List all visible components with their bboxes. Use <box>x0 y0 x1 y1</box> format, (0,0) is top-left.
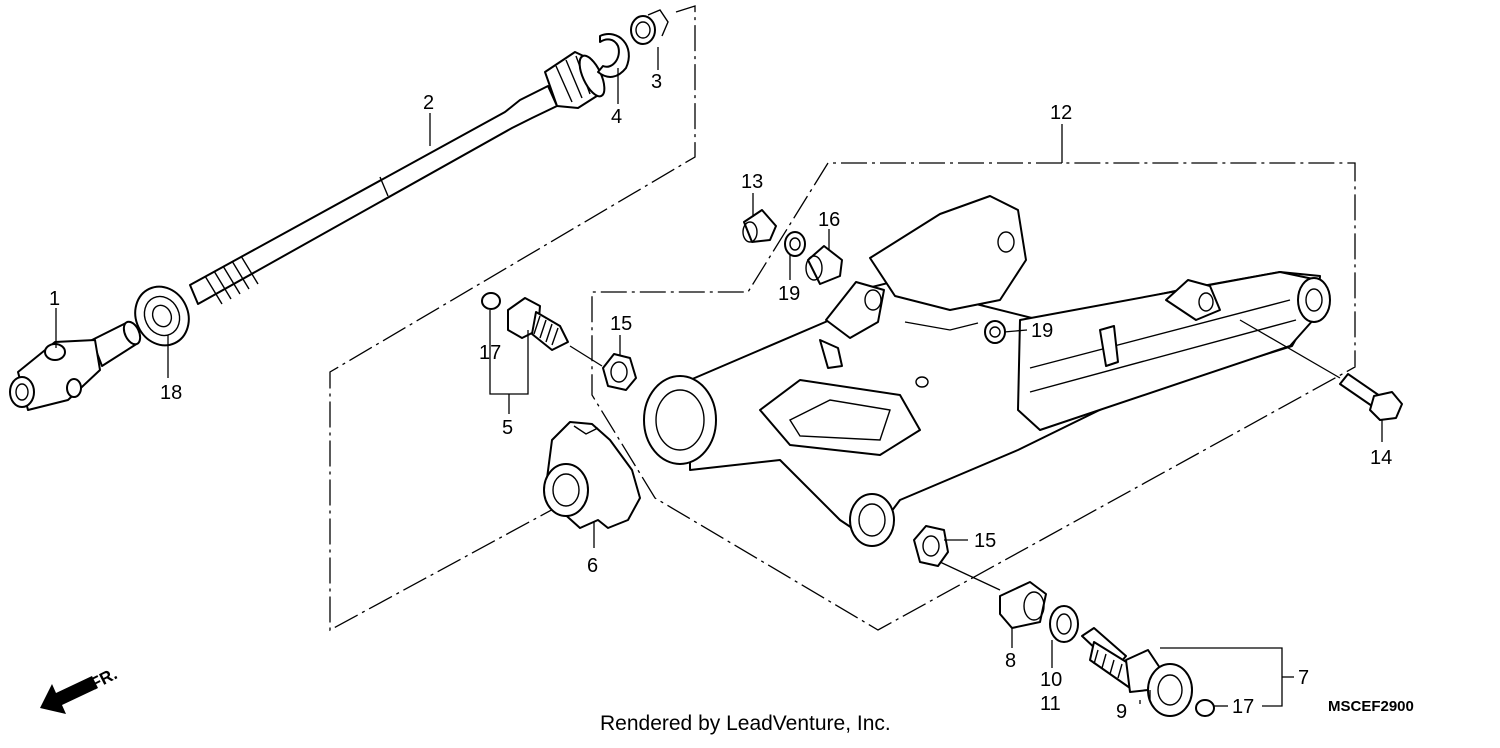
callout-16: 16 <box>818 209 840 231</box>
callout-12: 12 <box>1050 102 1072 124</box>
leader-lines <box>55 47 1383 707</box>
callout-9: 9 <box>1116 701 1127 723</box>
callout-1: 1 <box>49 288 60 310</box>
callout-6: 6 <box>587 555 598 577</box>
callout-17-lower: 17 <box>1232 696 1254 718</box>
callout-4: 4 <box>611 106 622 128</box>
callout-13: 13 <box>741 171 763 193</box>
lock-nut[interactable] <box>1147 663 1193 717</box>
callout-2: 2 <box>423 92 434 114</box>
front-arrow-icon <box>40 676 98 714</box>
washer-right[interactable] <box>984 320 1006 344</box>
callout-18: 18 <box>160 382 182 404</box>
callout-14: 14 <box>1370 447 1392 469</box>
group-outline-driveshaft <box>329 5 696 632</box>
callout-3: 3 <box>651 71 662 93</box>
circlip[interactable] <box>597 33 630 78</box>
render-credit: Rendered by LeadVenture, Inc. <box>600 712 891 735</box>
rubber-bushing[interactable] <box>805 245 843 285</box>
swingarm[interactable] <box>643 195 1331 547</box>
final-drive-case[interactable] <box>543 421 641 529</box>
collar-bushing[interactable] <box>742 209 777 243</box>
group-outline-swingarm <box>591 162 1356 631</box>
flange-bolt[interactable] <box>1339 373 1403 421</box>
callout-10: 10 <box>1040 669 1062 691</box>
callout-8: 8 <box>1005 650 1016 672</box>
callout-7: 7 <box>1298 667 1309 689</box>
callout-19-upper: 19 <box>778 283 800 305</box>
callout-17-upper: 17 <box>479 342 501 364</box>
callout-15-upper: 15 <box>610 313 632 335</box>
callout-15-lower: 15 <box>974 530 996 552</box>
pivot-cap-right[interactable] <box>1195 699 1215 717</box>
diagram-code: MSCEF2900 <box>1328 698 1414 715</box>
dust-seal[interactable] <box>1049 605 1079 643</box>
pivot-bolt-left[interactable] <box>507 297 569 351</box>
callout-11: 11 <box>1040 693 1061 715</box>
callout-19-right: 19 <box>1031 320 1053 342</box>
spring[interactable] <box>630 9 669 45</box>
pivot-cap-left[interactable] <box>481 292 501 310</box>
drive-shaft-seal[interactable] <box>126 278 198 354</box>
universal-joint[interactable] <box>9 319 143 411</box>
callout-5: 5 <box>502 417 513 439</box>
drive-shaft[interactable] <box>189 51 609 305</box>
pivot-collar[interactable] <box>999 581 1047 629</box>
pivot-nut-upper[interactable] <box>602 353 637 391</box>
front-direction-indicator: FR. <box>40 664 120 714</box>
washer-upper[interactable] <box>784 231 806 257</box>
pivot-nut-lower[interactable] <box>913 525 949 567</box>
